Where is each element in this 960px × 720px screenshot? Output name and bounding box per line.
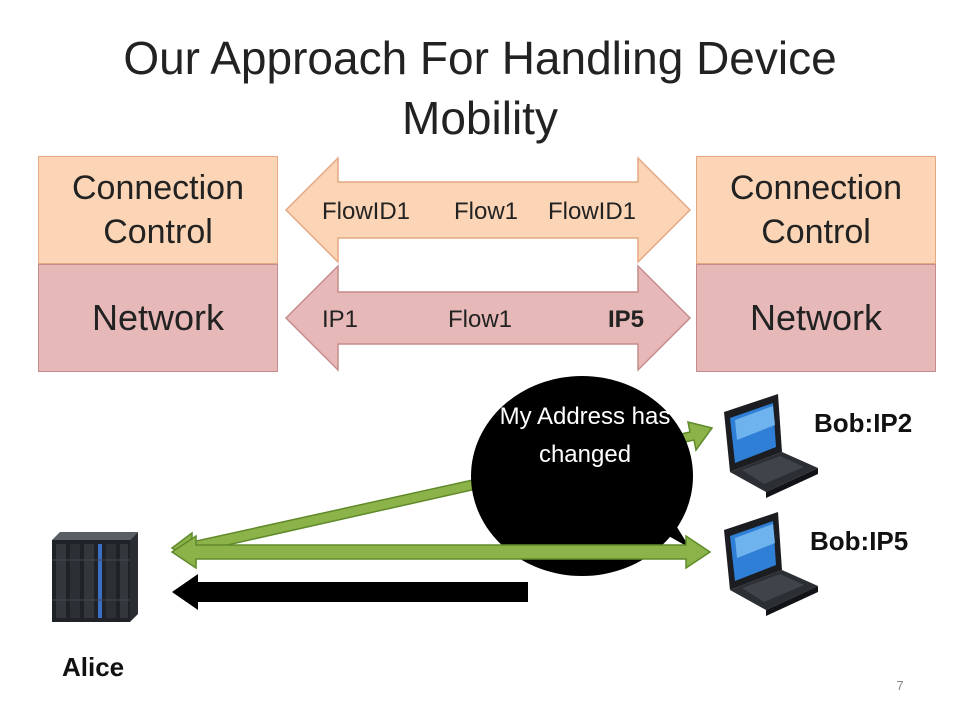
slide-title: Our Approach For Handling Device Mobilit… [123,32,837,144]
ip-arrow-left-label: IP1 [322,306,359,333]
left-connection-control-box: Connection Control [38,156,278,264]
right-network-box: Network [696,264,936,372]
ip-arrow-center-label: Flow1 [448,306,513,333]
ip-double-arrow [284,264,692,372]
ip-arrow-right-label: IP5 [608,306,645,333]
bob-new-address-label: Bob:IP5 [810,526,909,556]
right-connection-control-box: Connection Control [696,156,936,264]
speech-bubble [471,376,693,576]
alice-label: Alice [62,652,125,682]
slide-number: 7 [896,678,904,693]
flow-arrow-right-label: FlowID1 [548,198,637,225]
flow-arrow-center-label: Flow1 [454,198,519,225]
left-network-box: Network [38,264,278,372]
notification-arrow [172,574,528,610]
laptop-icon [724,512,818,616]
left-connection-control-label: Connection Control [71,169,244,251]
flow-double-arrow [284,156,692,264]
right-network-label: Network [749,297,883,338]
left-network-label: Network [91,297,225,338]
right-connection-control-label: Connection Control [729,169,902,251]
laptop-icon [724,394,818,498]
new-path-double-arrow [170,534,712,570]
flow-arrow-left-label: FlowID1 [322,198,411,225]
bob-old-address-label: Bob:IP2 [814,408,913,438]
speech-bubble-text: My Address has changed [499,403,671,468]
mainframe-server-icon [52,532,138,622]
